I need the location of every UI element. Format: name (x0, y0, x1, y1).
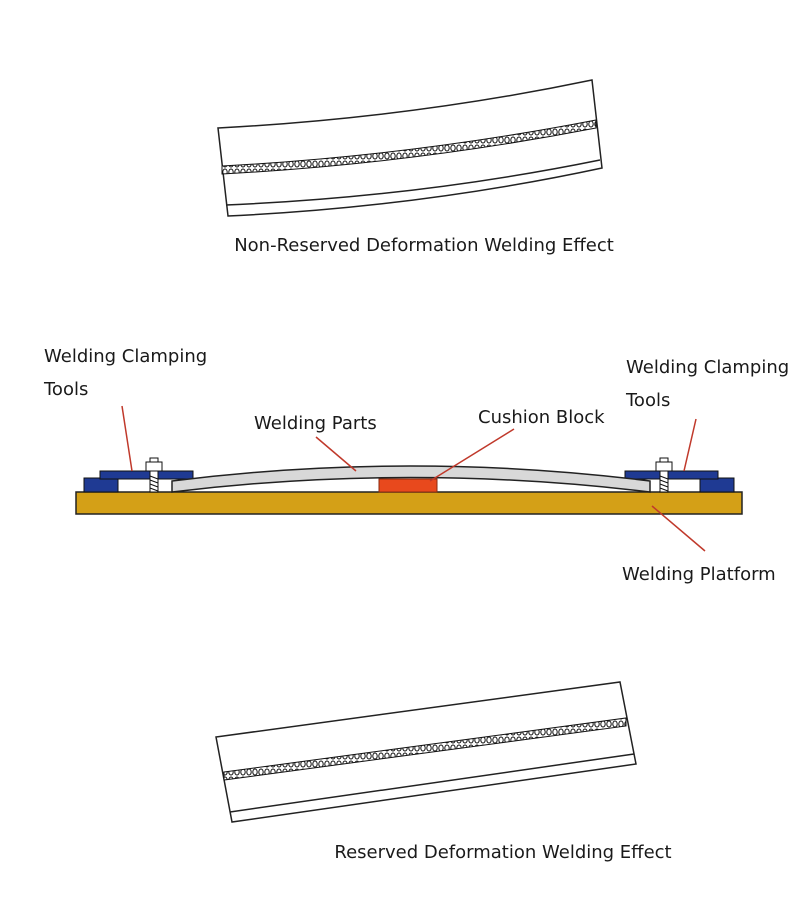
right-clamp-nut (655, 461, 673, 472)
right-clamp (624, 457, 735, 493)
right-clamp-bar (624, 470, 719, 480)
welding-platform-leader (651, 505, 706, 552)
left-clamp-thread (149, 475, 159, 492)
right-clamp-label-line2: Tools (625, 390, 670, 411)
reserved-plate-edge (229, 753, 635, 813)
right-clamp-thread (659, 475, 669, 492)
welding-platform (75, 491, 743, 515)
left-clamp-nut (145, 461, 163, 472)
non-reserved-plate-side (217, 79, 603, 217)
right-clamp-bolt (659, 457, 669, 493)
reserved-weld-bead (223, 717, 627, 781)
reserved-plate (215, 681, 637, 823)
reserved-caption: Reserved Deformation Welding Effect (334, 842, 671, 863)
non-reserved-caption: Non-Reserved Deformation Welding Effect (234, 235, 614, 256)
non-reserved-plate-edge (225, 159, 601, 206)
cushion-block-leader (429, 428, 515, 482)
welding-parts-leader (315, 436, 357, 472)
right-clamp-label-line1: Welding Clamping (626, 357, 789, 378)
non-reserved-weld-bead (221, 119, 597, 175)
right-clamp-leader (683, 418, 697, 472)
left-clamp-bolt (149, 457, 159, 493)
left-clamp (83, 457, 194, 493)
left-clamp-bar (99, 470, 194, 480)
left-clamp-base (83, 477, 119, 493)
welding-parts-label: Welding Parts (254, 413, 377, 434)
cushion-block-label: Cushion Block (478, 407, 605, 428)
cushion-block (378, 478, 438, 493)
right-clamp-base (699, 477, 735, 493)
welding-platform-label: Welding Platform (622, 564, 776, 585)
left-clamp-label-line1: Welding Clamping (44, 346, 207, 367)
left-clamp-leader (121, 405, 133, 472)
left-clamp-label-line2: Tools (43, 379, 88, 400)
non-reserved-plate (217, 79, 603, 217)
welding-parts (171, 465, 651, 493)
